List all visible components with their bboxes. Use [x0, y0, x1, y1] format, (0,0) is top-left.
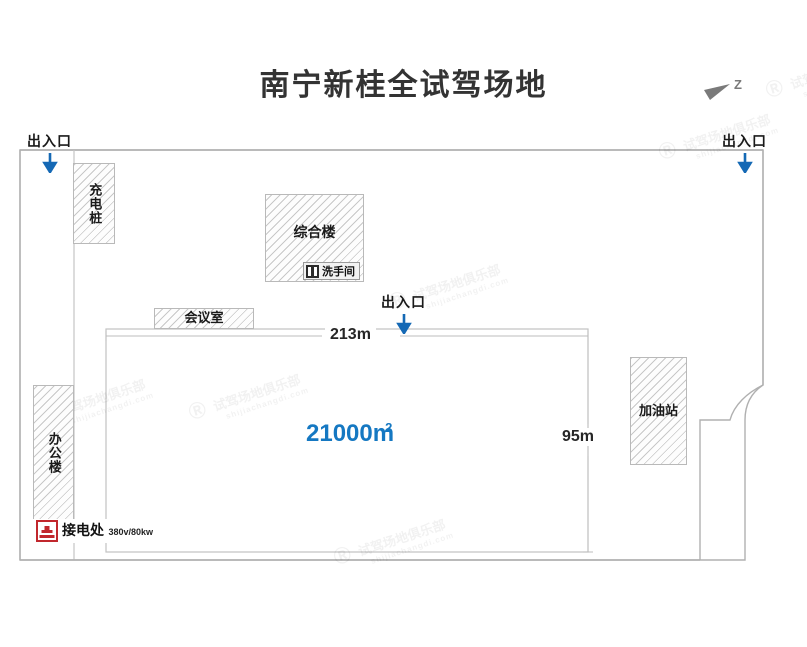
building-gas-station: 加油站 — [630, 357, 687, 465]
entrance-marker-middle: 出入口 — [381, 292, 426, 336]
building-label: 充电桩 — [87, 182, 103, 225]
down-arrow-icon — [41, 151, 58, 175]
power-connection-badge: 接电处 380v/80kw — [33, 519, 156, 543]
building-office: 办公楼 — [33, 385, 74, 520]
building-label: 办公楼 — [46, 431, 62, 474]
svg-text:Z: Z — [734, 77, 742, 92]
power-ground-icon — [36, 520, 58, 542]
entrance-marker-right: 出入口 — [722, 131, 767, 175]
area-unit: m — [372, 420, 395, 447]
building-meeting-room: 会议室 — [154, 308, 254, 329]
building-label: 加油站 — [638, 402, 678, 418]
entrance-label: 出入口 — [27, 133, 72, 149]
down-arrow-icon — [736, 151, 753, 175]
dimension-label-width: 95m — [557, 428, 600, 446]
power-connection-label: 接电处 — [62, 521, 104, 538]
down-arrow-icon — [395, 312, 412, 336]
power-connection-spec: 380v/80kw — [108, 526, 153, 537]
restroom-label: 洗手间 — [322, 266, 355, 278]
building-label: 综合楼 — [293, 224, 336, 241]
restroom-badge: 洗手间 — [303, 262, 360, 280]
watermark: Ⓡ试驾场地俱乐部 shijiachangdi.com — [186, 371, 311, 423]
watermark: Ⓡ试驾场地俱乐部 shijiachangdi.com — [331, 516, 456, 568]
page-title: 南宁新桂全试驾场地 — [259, 69, 548, 102]
entrance-label: 出入口 — [381, 294, 426, 310]
dimension-label-length: 213m — [325, 326, 376, 344]
area-exponent: 2 — [385, 420, 393, 435]
entrance-marker-left: 出入口 — [27, 131, 72, 175]
north-arrow-icon: Z — [700, 76, 756, 106]
area-value: 21000 — [306, 420, 373, 447]
restroom-icon — [306, 264, 319, 278]
building-label: 会议室 — [184, 310, 224, 326]
building-charging-pile: 充电桩 — [73, 163, 115, 244]
entrance-label: 出入口 — [722, 133, 767, 149]
area-label: 21000m2 — [306, 420, 395, 448]
